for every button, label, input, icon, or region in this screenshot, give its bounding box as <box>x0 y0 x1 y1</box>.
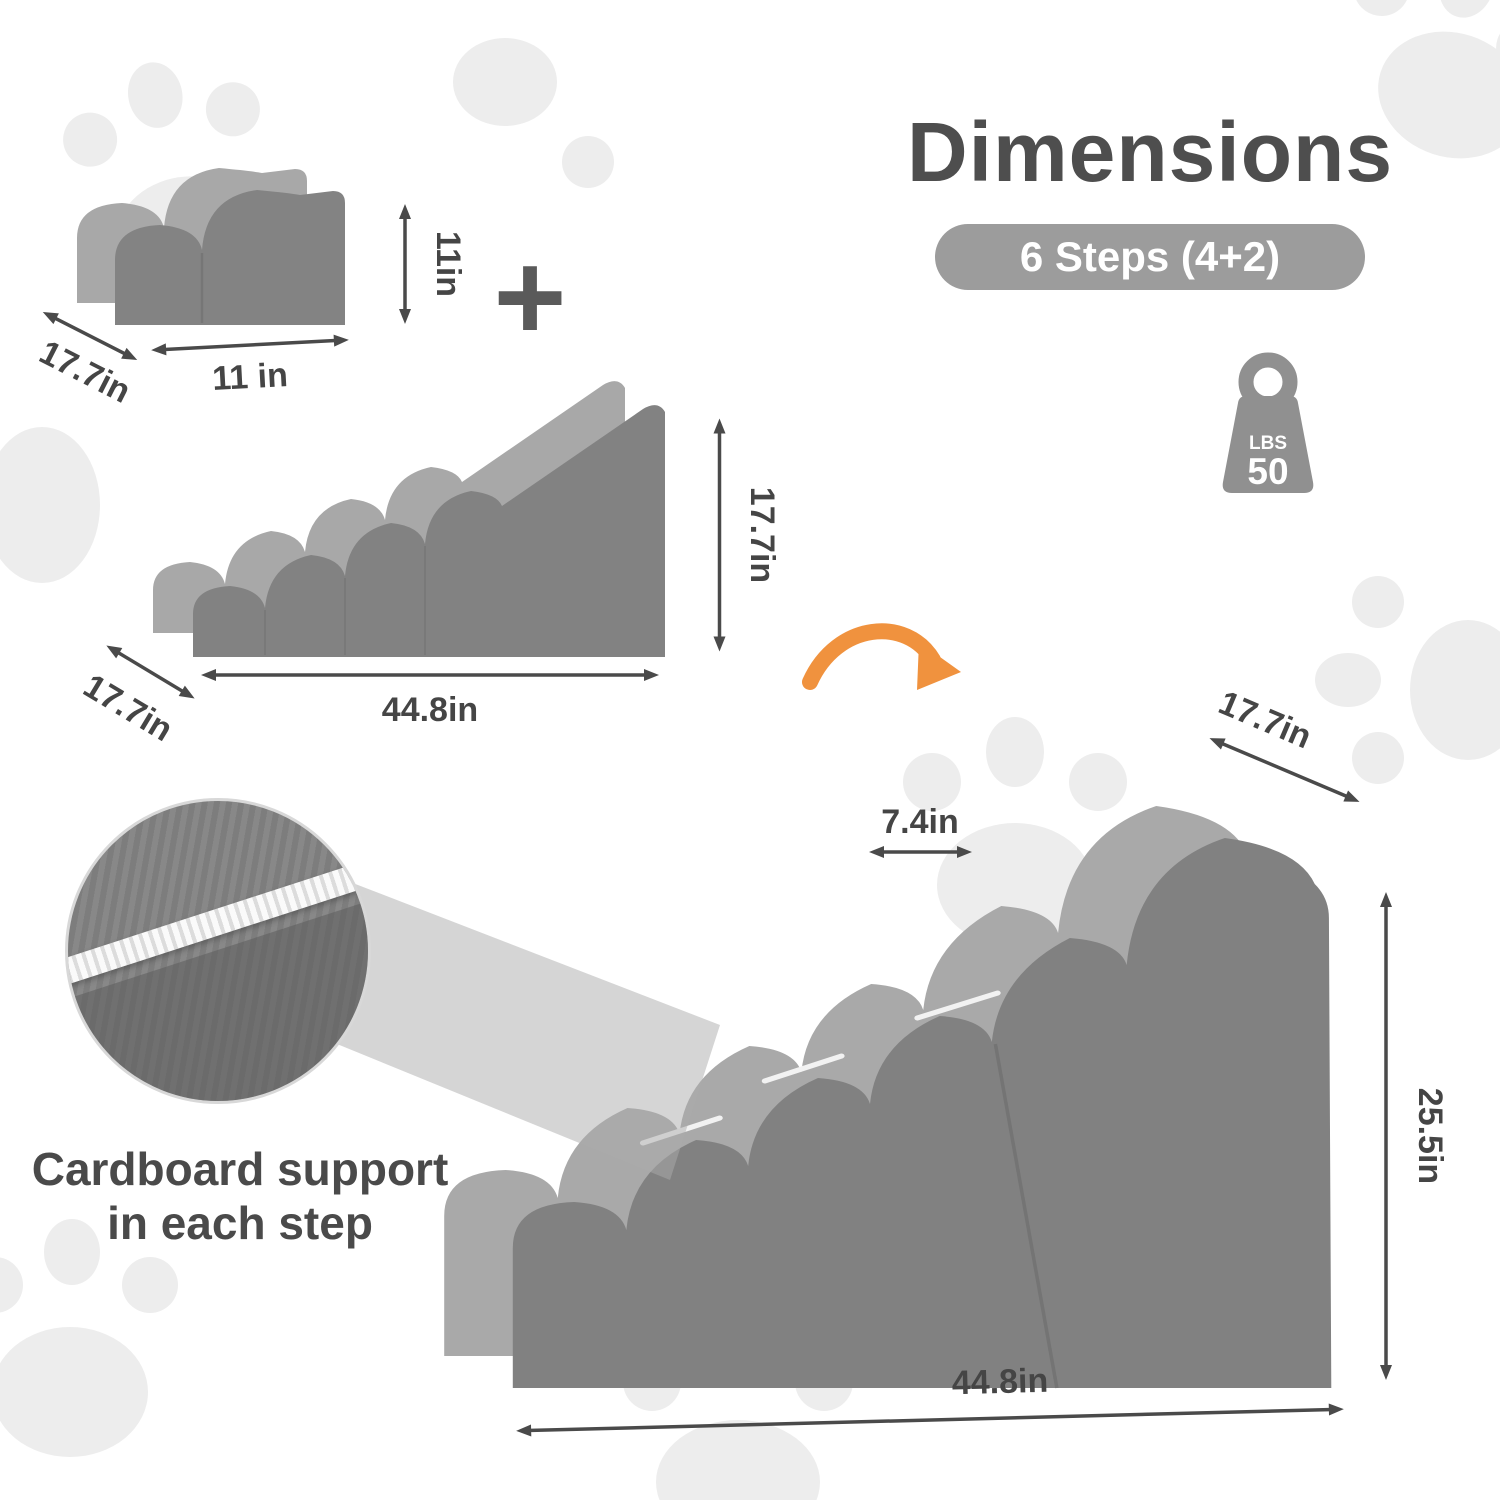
small-height-arrow <box>397 203 413 325</box>
combined-depth-arrow <box>1205 730 1363 809</box>
small-stairs-illustration <box>77 168 345 325</box>
combined-stairs-illustration <box>444 806 1332 1389</box>
small-width-arrow <box>150 332 351 358</box>
small-depth-arrow <box>38 304 141 367</box>
cardboard-detail-zoom-circle <box>65 798 371 1104</box>
small-height-label: 11in <box>429 230 468 298</box>
combined-step-depth-label: 7.4in <box>881 802 959 841</box>
steps-count-badge: 6 Steps (4+2) <box>935 224 1365 290</box>
ramp-height-arrow <box>712 418 728 653</box>
callout-text-line2: in each step <box>107 1197 373 1249</box>
page-title: Dimensions <box>906 105 1394 199</box>
combined-height-label: 25.5in <box>1411 1087 1450 1185</box>
weight-capacity-icon: LBS 50 <box>1222 352 1314 493</box>
combined-height-arrow <box>1378 891 1394 1381</box>
ramp-stairs-illustration <box>153 381 665 657</box>
combined-width-arrow <box>515 1401 1345 1439</box>
plus-sign: + <box>493 227 567 367</box>
combined-width-label: 44.8in <box>951 1361 1049 1402</box>
orange-curved-arrow-icon <box>802 623 961 690</box>
small-width-label: 11 in <box>211 355 289 398</box>
combined-step-depth-arrow <box>868 844 973 860</box>
ramp-width-label: 44.8in <box>381 690 479 729</box>
weight-unit-label: LBS <box>1249 433 1287 454</box>
ramp-height-label: 17.7in <box>743 486 782 584</box>
ramp-width-arrow <box>200 667 660 683</box>
weight-value-label: 50 <box>1247 451 1288 492</box>
zoom-callout-beam <box>315 880 720 1180</box>
steps-count-label: 6 Steps (4+2) <box>1019 233 1281 280</box>
ramp-depth-arrow <box>101 638 199 706</box>
callout-text-line1: Cardboard support <box>31 1143 449 1195</box>
